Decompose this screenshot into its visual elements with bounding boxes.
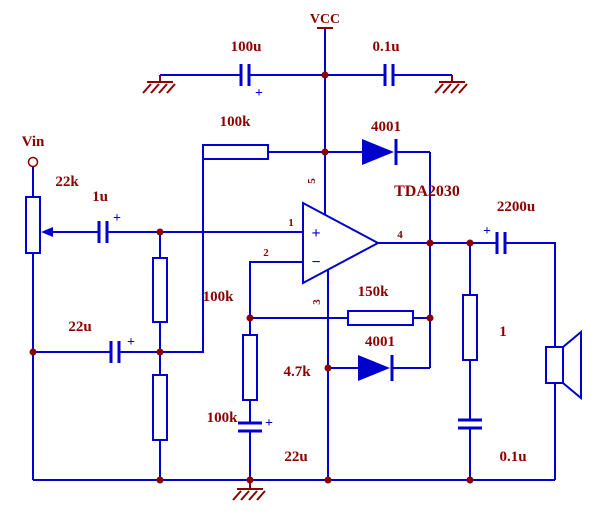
cap-value-label: 22u [284,449,307,465]
opamp-minus-sign: − [311,254,320,271]
resistor-value-label: 100k [203,289,235,305]
capacitor-2200u: + 2200u [483,199,535,254]
junction-dot [246,476,254,484]
terminal-circle-icon [27,156,39,168]
capacitor-plates-icon [383,64,395,86]
opamp-plus-sign: + [311,225,320,242]
cap-value-label: 100u [231,39,262,55]
polarity-plus: + [113,211,121,226]
wire-segments [32,28,556,481]
cap-value-label: 2200u [497,199,535,215]
diode-value-label: 4001 [371,119,401,135]
vcc-port: VCC [310,12,340,29]
polarity-plus: + [127,335,135,350]
polarity-plus: + [483,224,491,239]
junction-dot [426,314,434,322]
resistor-value-label: 4.7k [283,364,311,380]
resistor-value-label: 100k [220,114,252,130]
speaker [545,329,582,401]
capacitor-22u-feedback: + 22u [238,416,308,465]
resistor-100k-bottom: 100k [152,374,239,441]
ground-icon [142,75,176,94]
pin-label-3: 3 [311,299,323,305]
resistor-4.7k: 4.7k [242,334,311,401]
pin-label-1: 1 [288,217,294,229]
junction-dot [466,476,474,484]
resistor-value-label: 150k [358,284,390,300]
capacitor-22u-bypass: + 22u [68,319,135,363]
junction-dot [426,239,434,247]
pin-label-2: 2 [263,247,269,259]
capacitor-plates-icon [97,221,109,243]
cap-value-label: 0.1u [499,449,526,465]
ground-icon [434,75,468,94]
capacitor-1u: + 1u [92,189,121,243]
capacitor-plates-icon [238,421,262,433]
diode-triangle-icon [358,355,390,381]
junction-dot [321,148,329,156]
junction-dot [156,228,164,236]
resistor-body [242,334,258,401]
junction-dot [156,348,164,356]
ground-icon [232,480,266,501]
resistor-body [152,374,168,441]
capacitor-0.1u-zobel: 0.1u [458,418,527,465]
diode-triangle-icon [362,139,394,165]
ic-name-label: TDA2030 [394,183,460,200]
opamp-tda2030: + − TDA2030 1 2 4 5 3 [263,178,460,305]
resistor-body [462,294,478,361]
vin-terminal: Vin [22,134,45,168]
capacitor-plates-icon [239,64,251,86]
wiper-arrow-icon [41,227,53,237]
vcc-label: VCC [310,12,340,27]
cap-value-label: 22u [68,319,91,335]
resistor-100k-top: 100k [202,114,269,160]
resistor-body [202,144,269,160]
ground-symbol-top-right [434,75,468,94]
resistor-body [25,196,41,254]
junction-dot [29,348,37,356]
wires [32,28,556,481]
resistor-body [347,310,414,326]
ground-symbol-bottom [232,480,266,501]
ground-symbol-top-left [142,75,176,94]
capacitor-100u: + 100u [231,39,263,101]
junction-dot [324,364,332,372]
resistor-value-label: 100k [207,410,239,426]
junctions [29,71,474,484]
diode-value-label: 4001 [365,334,395,350]
polarity-plus: + [265,416,273,431]
capacitor-plates-icon [109,341,121,363]
polarity-plus: + [255,86,263,101]
capacitor-0.1u-supply: 0.1u [372,39,400,86]
diode-4001-bottom: 4001 [358,334,395,381]
resistor-body [152,257,168,323]
pin-label-4: 4 [397,229,403,241]
diode-4001-top: 4001 [362,119,401,165]
resistor-1ohm: 1 [462,294,507,361]
junction-dot [324,476,332,484]
resistor-150k: 150k [347,284,414,326]
cap-value-label: 1u [92,189,108,205]
junction-dot [321,71,329,79]
speaker-body-icon [545,346,564,384]
junction-dot [156,476,164,484]
vin-label: Vin [22,134,45,150]
capacitor-plates-icon [458,418,482,430]
junction-dot [466,239,474,247]
resistor-value-label: 1 [499,324,507,340]
opamp-triangle-icon [302,201,381,285]
speaker-cone-icon [562,329,582,401]
resistor-100k-mid: 100k [152,257,235,323]
potentiometer-22k: 22k [25,174,79,254]
capacitor-plates-icon [495,232,507,254]
junction-dot [246,314,254,322]
cap-value-label: 0.1u [372,39,399,55]
pin-label-5: 5 [306,178,318,184]
pot-value-label: 22k [55,174,79,190]
